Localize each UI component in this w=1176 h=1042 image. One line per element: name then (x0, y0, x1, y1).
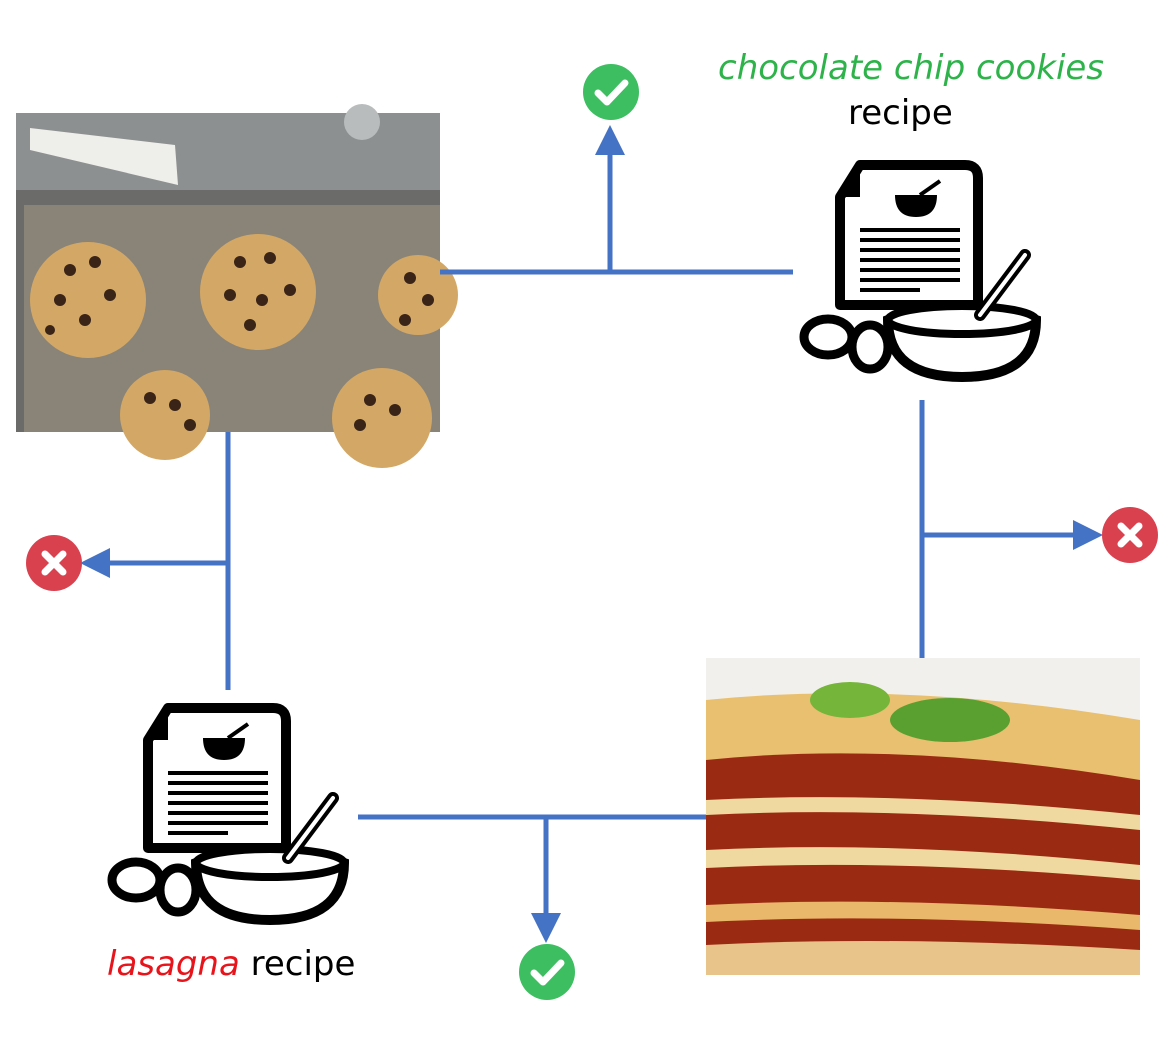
cookies-caption: chocolate chip cookies (718, 48, 1104, 88)
check-icon (583, 64, 639, 120)
lasagna-caption-rest: recipe (239, 944, 356, 984)
x-icon (26, 535, 82, 591)
recipe-icon (112, 708, 344, 920)
lasagna-caption: lasagna recipe (107, 944, 355, 984)
check-icon (519, 944, 575, 1000)
x-icon (1102, 507, 1158, 563)
cookies-caption-rest: recipe (848, 93, 953, 133)
connector-lines (80, 125, 1103, 943)
cookies-photo (16, 104, 458, 468)
lasagna-caption-highlight: lasagna (107, 944, 240, 984)
recipe-icon (804, 165, 1036, 377)
lasagna-photo (706, 658, 1140, 975)
cookies-caption-highlight: chocolate chip cookies (718, 48, 1105, 88)
